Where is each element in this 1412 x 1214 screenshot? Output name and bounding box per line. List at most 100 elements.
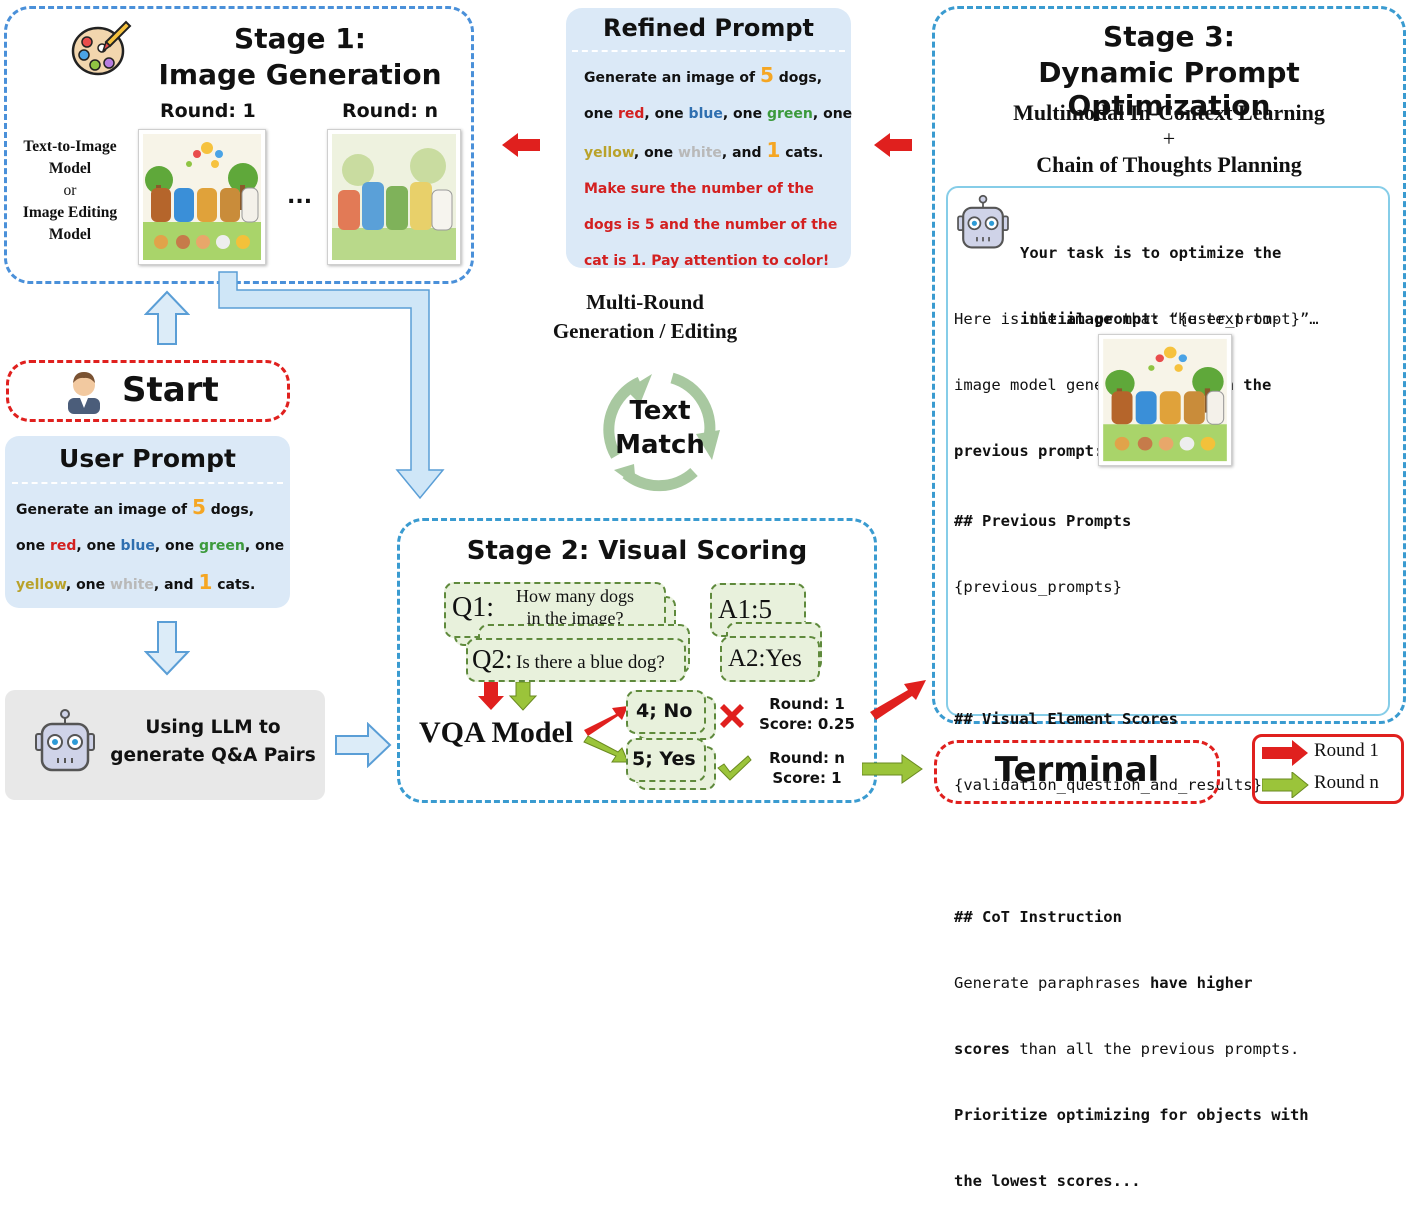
here-line1: Here is the image that the text-to- (954, 308, 1281, 330)
stage2-box (397, 518, 877, 803)
check-icon (717, 755, 752, 781)
text: , and (153, 577, 199, 593)
text: than all the previous prompts. (1010, 1040, 1300, 1058)
cot-line2: scores than all the previous prompts. (954, 1038, 1309, 1060)
legend-box (1252, 734, 1404, 804)
connector-stage1-to-stage2 (218, 271, 445, 500)
user-line-2: one red, one blue, one green, one (16, 528, 284, 564)
text: , one (65, 577, 111, 593)
q1-text-line1: How many dogs (516, 586, 634, 606)
round1-score-line1: Round: 1 (769, 695, 845, 713)
user-line-1: Generate an image of 5 dogs, (16, 489, 284, 528)
word-white: white (110, 577, 154, 593)
text: that the text-to- (1112, 310, 1281, 328)
arrow-llm-to-stage2 (335, 722, 392, 768)
text: cats. (780, 145, 824, 161)
vqa-output-arrows (583, 706, 629, 763)
dogs-cats-image-stage3 (1103, 338, 1227, 462)
user-prompt-title: User Prompt (59, 444, 236, 473)
ellipsis: ... (287, 184, 313, 209)
round1-score: Round: 1 Score: 0.25 (752, 694, 862, 734)
model-line: Model (48, 160, 92, 177)
roundn-image (327, 129, 461, 265)
text: , one (812, 106, 853, 122)
stage2-title: Stage 2: Visual Scoring (466, 536, 808, 566)
text: dogs, (205, 502, 255, 518)
refined-line-1: Generate an image of 5 dogs, (584, 57, 852, 96)
model-line: or (63, 182, 77, 199)
round1-score-line2: Score: 0.25 (759, 715, 855, 733)
start-box (6, 360, 290, 422)
word-green: green (199, 538, 245, 554)
q2-label: Q2: (472, 644, 513, 674)
round1-label: Round: 1 (160, 100, 256, 122)
roundn-score-line2: Score: 1 (772, 769, 842, 787)
text: Generate an image of (584, 70, 760, 86)
stage3-subtitle: Multimodal In-Context Learning + Chain o… (932, 100, 1406, 178)
text: , one (244, 538, 285, 554)
word-red: red (49, 538, 77, 554)
word-green: green (767, 106, 813, 122)
terminal-box (934, 740, 1220, 804)
stage3-inner-box (946, 186, 1390, 716)
down-arrows-to-vqa (478, 682, 538, 711)
stage3-title-line2: Dynamic Prompt Optimization (1038, 56, 1300, 122)
stage3-title-line1: Stage 3: (1103, 20, 1235, 53)
legend-round1: Round 1 (1314, 740, 1379, 761)
text: one (584, 106, 618, 122)
text: , one (154, 538, 199, 554)
refined-prompt-title: Refined Prompt (602, 14, 815, 42)
visual-scores-heading: ## Visual Element Scores (954, 710, 1178, 728)
user-prompt-box (5, 436, 290, 608)
word-white: white (678, 145, 722, 161)
refined-extra-2: dogs is 5 and the number of the (584, 217, 838, 233)
multi-round-line2: Generation / Editing (552, 319, 738, 343)
stage3-sub1: Multimodal In-Context Learning (1013, 100, 1325, 125)
word-blue: blue (688, 106, 723, 122)
text: Generate an image of (16, 502, 192, 518)
llm-line1: Using LLM to (145, 717, 281, 738)
word-red: red (617, 106, 645, 122)
text: , and (721, 145, 767, 161)
stage3-image (1098, 334, 1232, 466)
text: , one (722, 106, 767, 122)
q2-text: Is there a blue dog? (516, 652, 665, 673)
stage3-sections: ## Previous Prompts {previous_prompts} #… (954, 466, 1309, 1214)
cross-icon (720, 704, 744, 728)
round1-image (138, 129, 266, 265)
prev-prompts-heading: ## Previous Prompts (954, 512, 1132, 530)
visual-scores-value: {validation_question_and_results} (954, 776, 1262, 794)
stage1-title-line2: Image Generation (158, 58, 442, 91)
text: one (16, 538, 50, 554)
llm-line2: generate Q&A Pairs (110, 745, 316, 766)
q2-card (466, 638, 686, 682)
arrow-to-stage1 (502, 133, 540, 157)
start-label: Start (122, 370, 219, 410)
model-label: Text-to-Image Model or Image Editing Mod… (8, 136, 132, 246)
stage3-task: Your task is to optimize the initial pro… (1020, 198, 1319, 352)
arrow-stage2-to-terminal (862, 754, 923, 784)
prev-prompts-value: {previous_prompts} (954, 578, 1122, 596)
refined-extra-3: cat is 1. Pay attention to color! (584, 253, 830, 269)
stage3-sub2: Chain of Thoughts Planning (1036, 152, 1302, 177)
roundn-score-line1: Round: n (769, 749, 845, 767)
text: , one (76, 538, 121, 554)
a2-label: A2:Yes (728, 645, 802, 672)
q1-text-line2: in the image? (526, 608, 624, 628)
model-line: Model (48, 226, 92, 243)
llm-label: Using LLM to generate Q&A Pairs (108, 714, 318, 770)
text-match-line1: Text (629, 396, 691, 426)
model-line: Image Editing (22, 204, 118, 221)
robot-icon (35, 709, 95, 772)
roundn-label: Round: n (342, 100, 439, 122)
yes-card (626, 738, 706, 782)
vqa-model-label: VQA Model (419, 716, 574, 749)
refined-prompt-text: Generate an image of 5 dogs, one red , on… (584, 57, 852, 279)
refined-extra-1: Make sure the number of the (584, 181, 814, 197)
cycle-arrows-icon (603, 372, 720, 492)
word-blue: blue (120, 538, 155, 554)
model-line: Text-to-Image (23, 138, 117, 155)
text: Generate paraphrases (954, 974, 1150, 992)
user-prompt-text: Generate an image of 5 dogs, one red, on… (16, 489, 284, 603)
cot-heading: ## CoT Instruction (954, 908, 1122, 926)
